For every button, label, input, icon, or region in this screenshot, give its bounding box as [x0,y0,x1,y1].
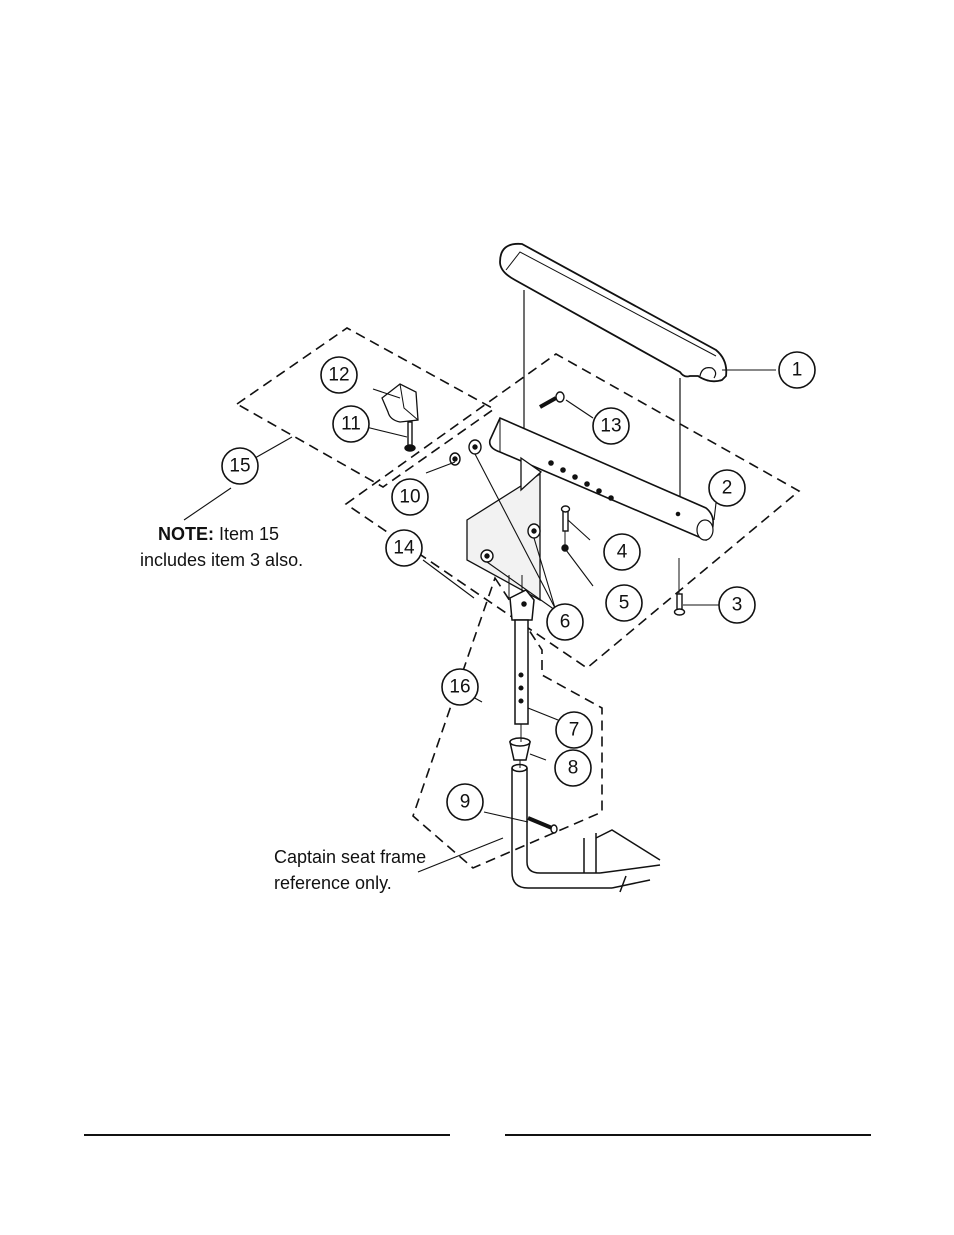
note-line-2: includes item 3 also. [140,550,303,570]
group-16-outline [412,576,603,869]
callout-16: 16 [449,677,470,698]
item-12-clamp [381,383,419,423]
note-line-1-rest: Item 15 [214,524,279,544]
callout-14: 14 [393,538,415,559]
callout-8: 8 [568,758,579,779]
callout-circles [221,351,816,821]
callout-2: 2 [722,478,733,499]
hardware [404,391,686,834]
callout-10: 10 [399,487,420,508]
callout-11: 11 [341,414,361,435]
callout-1: 1 [792,360,803,381]
reference-line-1: Captain seat frame [274,847,426,867]
armrest-pad [499,242,728,383]
note-label: NOTE: [158,524,214,544]
callout-3: 3 [732,595,743,616]
reference-line-2: reference only. [274,873,392,893]
callout-5: 5 [619,593,630,614]
group-15-outline [235,327,496,488]
callout-15: 15 [229,456,250,477]
callout-13: 13 [600,416,621,437]
footer-rule-left [84,1134,450,1136]
callout-6: 6 [560,612,571,633]
group-14-outline [344,353,801,670]
callout-7: 7 [569,720,580,741]
callout-9: 9 [460,792,471,813]
arm-bar [488,416,714,542]
leader-lines [183,369,776,873]
footer-rule-right [505,1134,871,1136]
arm-post [509,589,535,761]
note-line-1: NOTE: Item 15 [158,524,279,544]
callout-12: 12 [328,365,349,386]
callout-4: 4 [617,542,628,563]
captain-seat-frame [511,763,661,893]
